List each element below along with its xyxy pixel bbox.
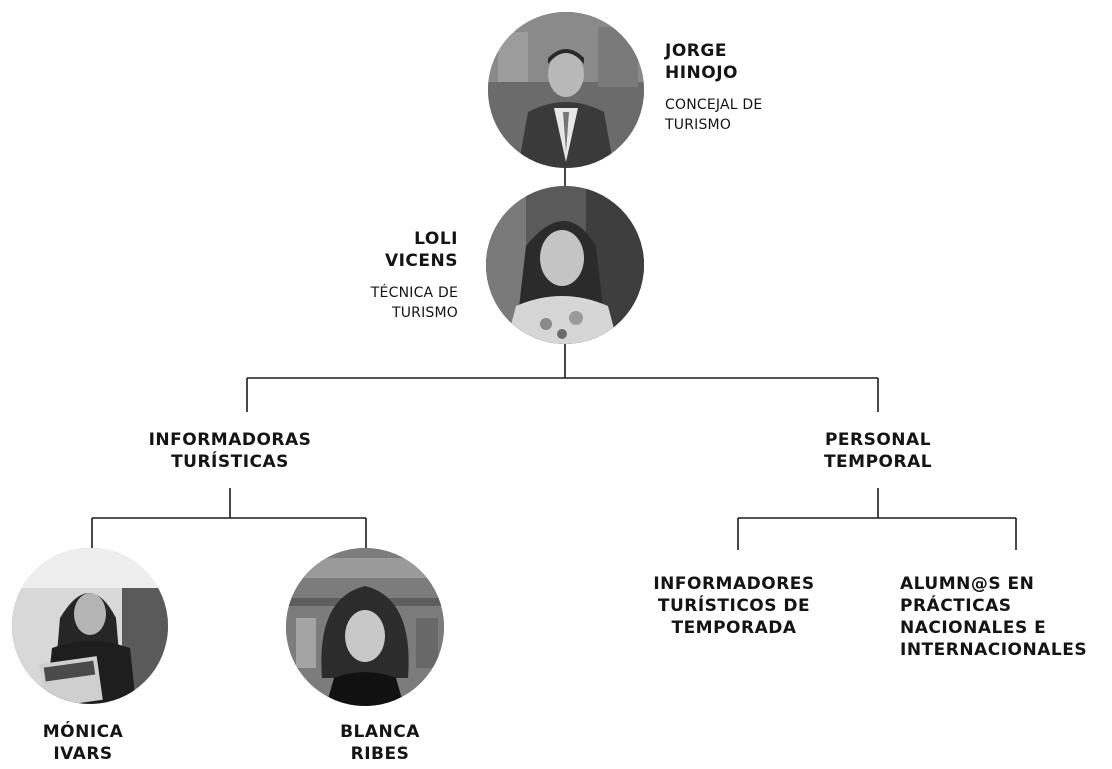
personal-temporal-label: PERSONAL TEMPORAL [823,430,933,472]
monica-ivars-name: MÓNICA IVARS [42,722,124,764]
blanca-photo [286,548,444,706]
loli-role: TÉCNICA DE TURISMO [370,285,458,321]
loli-name: LOLI VICENS [384,229,458,271]
informadoras-turisticas-label: INFORMADORAS TURÍSTICAS [148,430,312,472]
jorge-photo [488,12,644,168]
jorge-name: JORGE HINOJO [665,41,739,83]
jorge-role: CONCEJAL DE TURISMO [665,97,763,133]
loli-photo [486,186,644,344]
alumnos-practicas-label: ALUMN@S EN PRÁCTICAS NACIONALES E INTERN… [900,574,1088,660]
informadores-turisticos-label: INFORMADORES TURÍSTICOS DE TEMPORADA [653,574,815,638]
blanca-ribes-name: BLANCA RIBES [340,722,420,764]
monica-photo [12,548,168,704]
